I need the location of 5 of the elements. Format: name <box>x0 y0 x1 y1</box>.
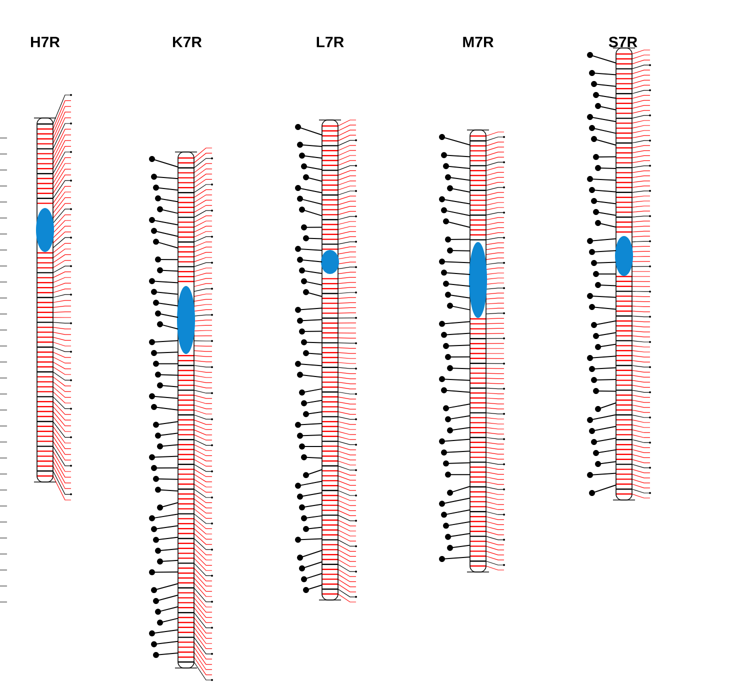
chromosome-title: K7R <box>173 36 202 48</box>
chromosome-title: M7R <box>463 36 494 48</box>
chromosome-title: L7R <box>316 36 344 48</box>
chromosome-title: H7R <box>31 36 60 48</box>
chromosome-title: S7R <box>608 36 638 48</box>
